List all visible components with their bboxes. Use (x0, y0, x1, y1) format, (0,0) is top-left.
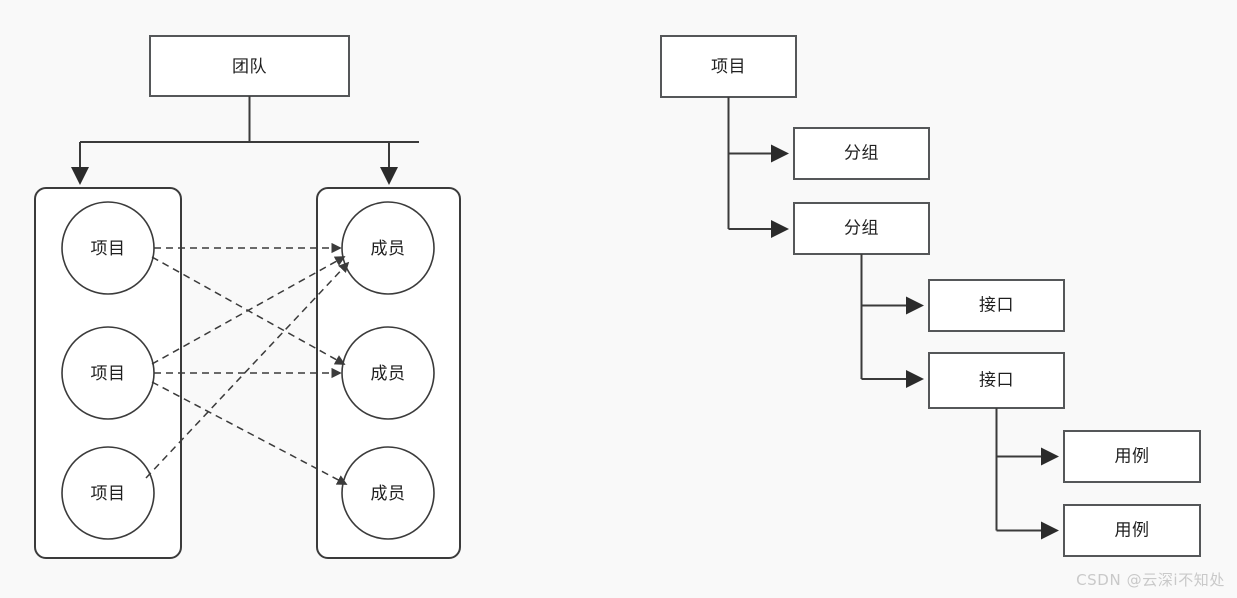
node-member-3[interactable]: 成员 (341, 446, 435, 540)
members-container[interactable]: 成员 成员 成员 (316, 187, 461, 559)
node-group-1-label: 分组 (844, 144, 879, 164)
node-project-3-label: 项目 (91, 484, 126, 504)
node-member-3-circle[interactable] (341, 446, 435, 540)
node-interface-2[interactable]: 接口 (928, 352, 1065, 409)
node-case-2-box[interactable] (1063, 504, 1201, 557)
node-member-2[interactable]: 成员 (341, 326, 435, 420)
node-interface-2-label: 接口 (979, 371, 1014, 391)
edge-project2-member1 (151, 256, 346, 365)
right-diagram: 项目 分组 分组 接口 接口 (660, 35, 1201, 557)
node-rproject[interactable]: 项目 (660, 35, 797, 98)
node-case-1-box[interactable] (1063, 430, 1201, 483)
node-member-2-circle[interactable] (341, 326, 435, 420)
node-rproject-label: 项目 (711, 57, 746, 77)
node-team-box[interactable] (149, 35, 350, 97)
node-project-3[interactable]: 项目 (61, 446, 155, 540)
node-team[interactable]: 团队 (149, 35, 350, 97)
node-case-1-label: 用例 (1115, 447, 1150, 467)
node-interface-1[interactable]: 接口 (928, 279, 1065, 332)
watermark-text: CSDN @云深i不知处 (1076, 571, 1225, 589)
projects-container[interactable]: 项目 项目 项目 (34, 187, 182, 559)
edge-project2-member3 (151, 381, 348, 485)
node-member-1-circle[interactable] (341, 201, 435, 295)
node-rproject-box[interactable] (660, 35, 797, 98)
node-group-1[interactable]: 分组 (793, 127, 930, 180)
node-interface-1-label: 接口 (979, 296, 1014, 316)
node-member-1-label: 成员 (371, 239, 406, 259)
node-case-1[interactable]: 用例 (1063, 430, 1201, 483)
node-case-2[interactable]: 用例 (1063, 504, 1201, 557)
node-group-2[interactable]: 分组 (793, 202, 930, 255)
edge-project3-member1 (145, 261, 350, 479)
node-team-label: 团队 (232, 57, 267, 77)
node-interface-1-box[interactable] (928, 279, 1065, 332)
node-project-3-circle[interactable] (61, 446, 155, 540)
node-project-1[interactable]: 项目 (61, 201, 155, 295)
node-project-2-label: 项目 (91, 364, 126, 384)
node-project-2[interactable]: 项目 (61, 326, 155, 420)
node-project-1-label: 项目 (91, 239, 126, 259)
left-diagram: 团队 项目 项目 项目 (34, 35, 461, 559)
node-interface-2-box[interactable] (928, 352, 1065, 409)
node-member-3-label: 成员 (371, 484, 406, 504)
node-group-1-box[interactable] (793, 127, 930, 180)
node-group-2-label: 分组 (844, 219, 879, 239)
node-case-2-label: 用例 (1115, 521, 1150, 541)
node-member-1[interactable]: 成员 (341, 201, 435, 295)
node-member-2-label: 成员 (371, 364, 406, 384)
project-member-relations (145, 242, 350, 485)
